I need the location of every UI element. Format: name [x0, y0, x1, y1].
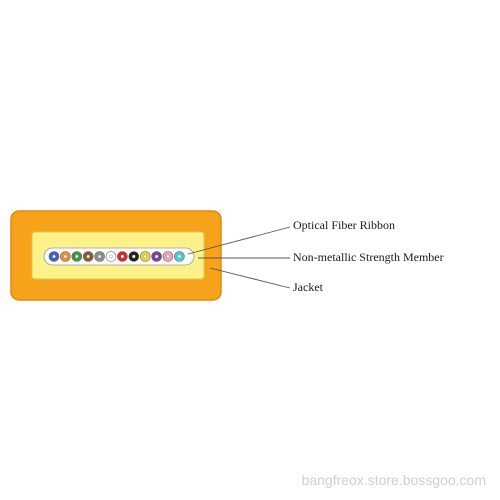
fiber-core-brown [86, 254, 90, 259]
fiber-core-green [75, 254, 79, 259]
fiber-core-black [131, 254, 136, 259]
fiber-core-aqua [177, 254, 182, 259]
fiber-core-white [109, 254, 113, 259]
fiber-core-red [120, 254, 125, 259]
fiber-core-slate [97, 254, 102, 259]
label-optical-fiber-ribbon: Optical Fiber Ribbon [293, 218, 395, 232]
watermark-text: bangfreox.store.bossgoo.com [301, 472, 486, 488]
leader-line-jacket [209, 267, 291, 289]
fiber-core-blue [52, 254, 56, 259]
fiber-group [48, 251, 185, 262]
fiber-core-yellow [143, 254, 147, 259]
fiber-core-orange [63, 254, 68, 259]
fiber-core-rose [166, 254, 170, 259]
label-strength-member: Non-metallic Strength Member [293, 250, 444, 264]
label-jacket: Jacket [293, 280, 323, 294]
leader-line-ribbon [187, 226, 291, 255]
fiber-core-violet [154, 254, 159, 259]
